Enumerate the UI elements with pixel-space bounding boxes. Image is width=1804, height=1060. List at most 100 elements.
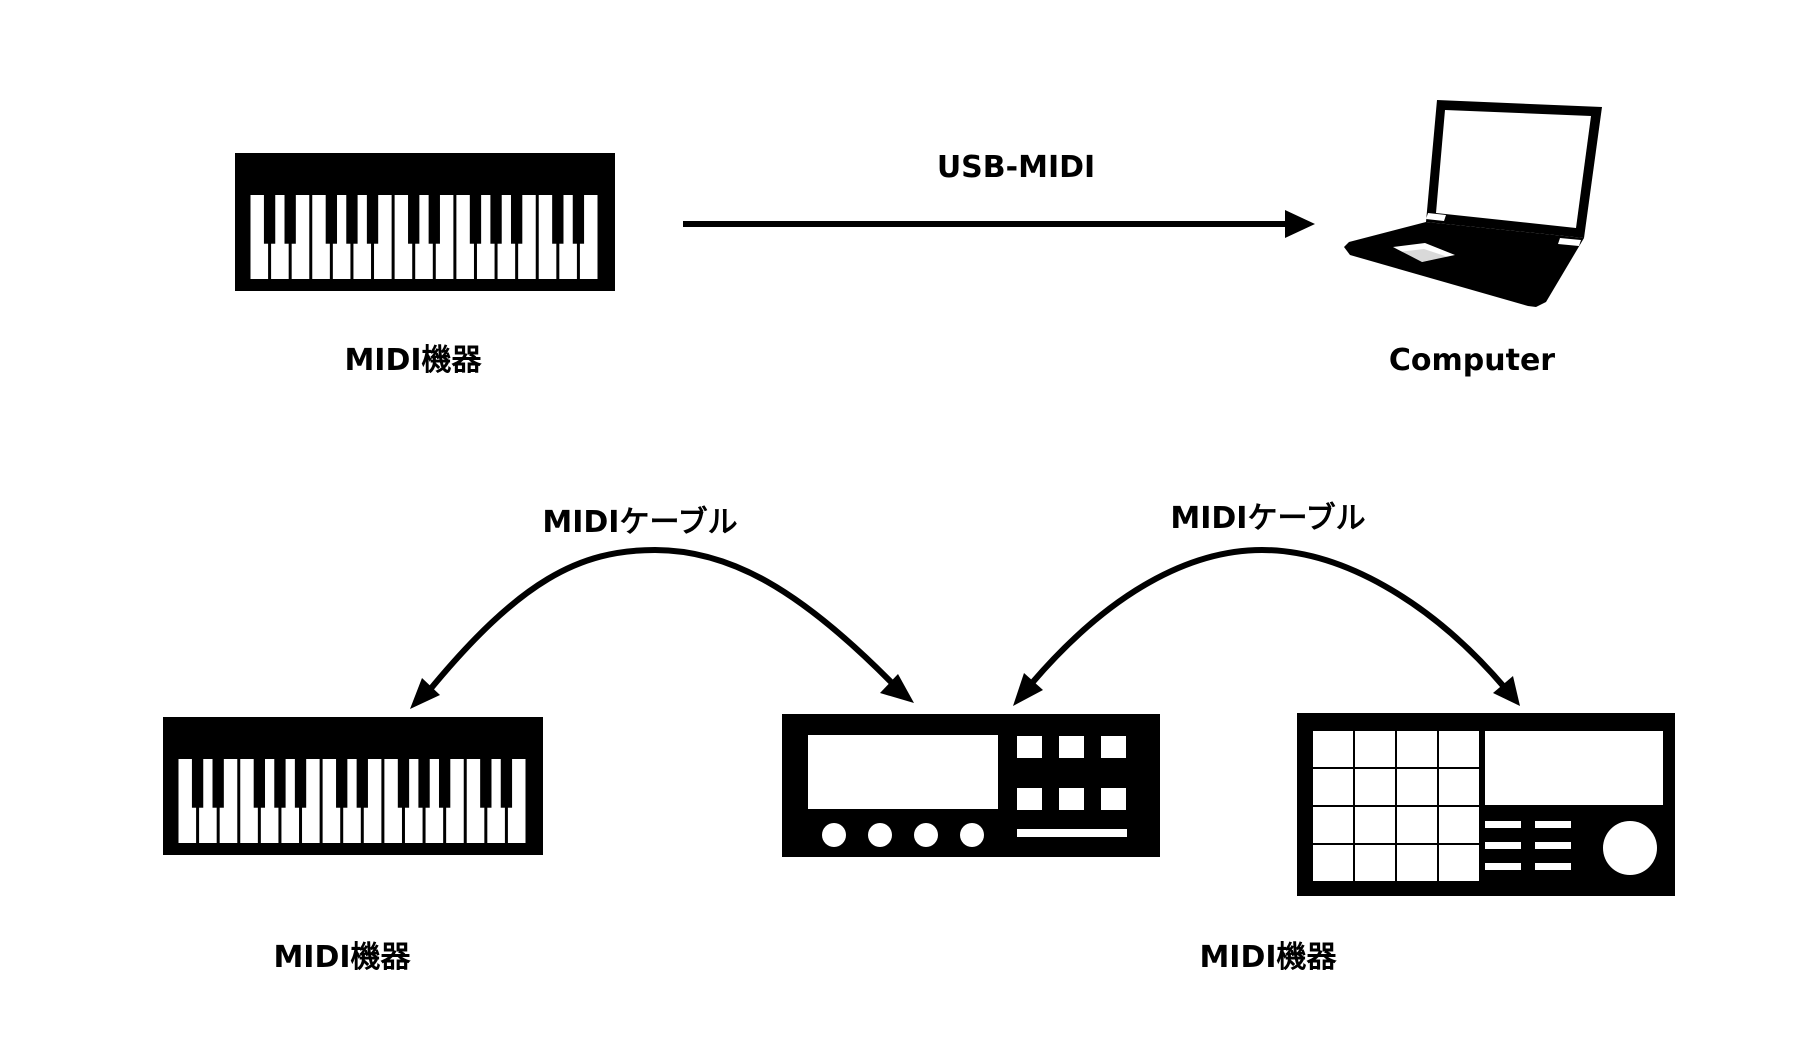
white-key: [394, 195, 413, 279]
usb-midi-arrow: [683, 210, 1315, 238]
module-knob: [868, 823, 892, 847]
pad-controller-button: [1535, 863, 1571, 870]
usb-midi-label: USB-MIDI: [937, 150, 1095, 185]
white-key: [415, 195, 433, 279]
module-button: [1101, 788, 1126, 810]
black-key: [191, 759, 204, 808]
black-keys: [263, 195, 585, 244]
cable-right-arc: [1029, 546, 1508, 690]
black-key: [253, 759, 266, 808]
black-key: [356, 759, 368, 808]
black-key: [346, 195, 358, 244]
pad-controller-knob: [1603, 821, 1657, 875]
cable-right-head-start: [1013, 673, 1043, 706]
white-key: [559, 195, 577, 279]
white-key: [404, 759, 423, 843]
white-key: [271, 195, 289, 279]
laptop-hinge-right: [1558, 238, 1581, 246]
pad: [1313, 731, 1353, 767]
black-keys: [191, 759, 513, 808]
pad-controller-button: [1485, 842, 1521, 849]
black-key: [336, 759, 348, 808]
module-slider: [1017, 829, 1127, 837]
white-key: [446, 759, 464, 843]
white-key: [538, 195, 557, 279]
laptop-trackpad-inner: [1398, 249, 1448, 262]
pad-controller-label: MIDI機器: [1199, 940, 1337, 975]
white-key: [456, 195, 474, 279]
white-keys: [250, 195, 598, 279]
midi-cable-left: [410, 546, 914, 709]
pad-grid: [1313, 731, 1479, 881]
white-key: [487, 759, 505, 843]
white-key: [497, 195, 516, 279]
module-buttons: [1017, 736, 1126, 810]
black-key: [212, 759, 224, 808]
black-key: [263, 195, 276, 244]
white-key: [507, 759, 526, 843]
white-key: [466, 759, 485, 843]
white-key: [374, 195, 392, 279]
black-key: [438, 759, 451, 808]
black-key: [500, 759, 513, 808]
pad: [1439, 731, 1479, 767]
white-key: [281, 759, 300, 843]
black-key: [490, 195, 502, 244]
module-knobs: [822, 823, 984, 847]
white-key: [384, 759, 402, 843]
module-knob: [822, 823, 846, 847]
pad: [1355, 769, 1395, 805]
white-key: [343, 759, 361, 843]
top-keyboard-label: MIDI機器: [344, 343, 482, 378]
module-button: [1017, 736, 1042, 758]
sound-module-icon: [782, 714, 1160, 857]
black-key: [428, 195, 440, 244]
computer-label: Computer: [1389, 343, 1555, 378]
white-keys: [178, 759, 526, 843]
white-key: [332, 195, 351, 279]
pad-controller-buttons: [1485, 821, 1571, 870]
black-key: [397, 759, 410, 808]
white-key: [518, 195, 536, 279]
pad: [1397, 845, 1437, 881]
white-key: [312, 195, 330, 279]
pad: [1355, 845, 1395, 881]
black-key: [294, 759, 307, 808]
pad: [1313, 845, 1353, 881]
module-knob: [960, 823, 984, 847]
laptop-base: [1344, 222, 1584, 307]
black-key: [325, 195, 338, 244]
pad: [1313, 769, 1353, 805]
laptop-screen: [1436, 110, 1591, 228]
white-key: [302, 759, 320, 843]
white-key: [219, 759, 238, 843]
pad-controller-button: [1485, 863, 1521, 870]
white-key: [363, 759, 382, 843]
black-key: [408, 195, 420, 244]
module-knob: [914, 823, 938, 847]
pad: [1355, 807, 1395, 843]
pad: [1355, 731, 1395, 767]
midi-cable-right: [1013, 546, 1520, 706]
bottom-keyboard-label: MIDI機器: [273, 940, 411, 975]
module-button: [1059, 788, 1084, 810]
white-key: [435, 195, 454, 279]
bottom-keyboard-icon: [163, 717, 543, 855]
black-key: [480, 759, 492, 808]
pad: [1439, 845, 1479, 881]
pad: [1439, 769, 1479, 805]
module-display: [808, 735, 998, 809]
black-key: [469, 195, 482, 244]
white-key: [322, 759, 341, 843]
cable-left-head-end: [880, 674, 914, 703]
usb-arrow-head: [1285, 210, 1315, 238]
white-key: [240, 759, 258, 843]
pad-controller-display: [1485, 731, 1663, 805]
pad: [1397, 731, 1437, 767]
black-key: [366, 195, 379, 244]
white-key: [476, 195, 495, 279]
black-key: [418, 759, 430, 808]
laptop-trackpad: [1393, 243, 1455, 262]
white-key: [291, 195, 310, 279]
